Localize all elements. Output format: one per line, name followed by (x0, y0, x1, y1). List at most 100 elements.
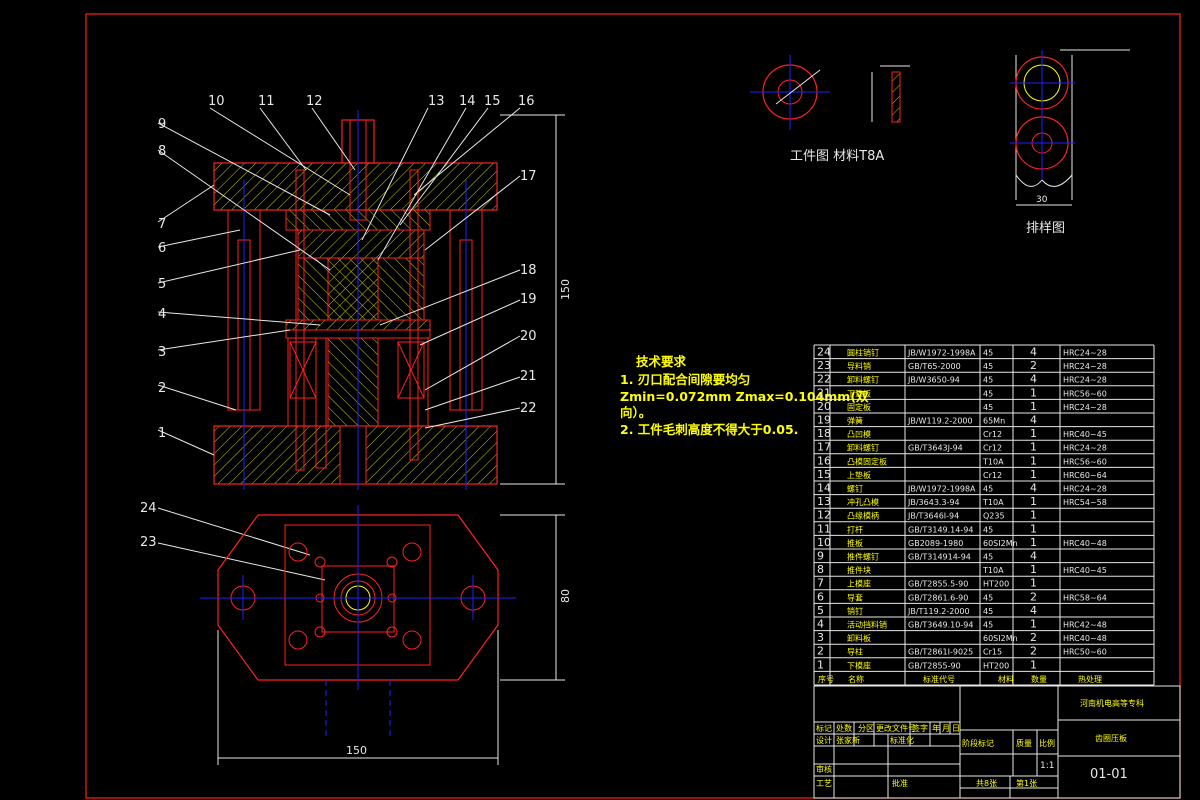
bom-cell-mat: 65Mn (983, 417, 1005, 426)
bom-cell-name: 导套 (847, 592, 863, 602)
drawing-frame (85, 13, 1181, 799)
svg-text:1. 刃口配合间隙要均匀: 1. 刃口配合间隙要均匀 (620, 372, 750, 387)
svg-text:日: 日 (952, 724, 960, 733)
bom-cell-note: HRC24~28 (1063, 349, 1107, 358)
bom-cell-std: JB/T119.2-2000 (907, 607, 970, 616)
bom-header-name: 名称 (848, 674, 864, 684)
bom-cell-qty: 2 (1030, 645, 1037, 658)
svg-text:技术要求: 技术要求 (636, 354, 687, 369)
svg-text:共8张: 共8张 (976, 779, 997, 788)
svg-text:11: 11 (258, 94, 275, 109)
title-block (813, 685, 1181, 799)
bom-cell-note: HRC40~48 (1063, 539, 1107, 548)
bom-cell-name: 导柱 (847, 647, 863, 657)
bom-cell-qty: 1 (1030, 386, 1037, 399)
svg-text:21: 21 (520, 369, 537, 384)
svg-text:17: 17 (520, 169, 537, 184)
leader-lines (157, 107, 521, 581)
svg-text:批准: 批准 (892, 778, 908, 788)
svg-text:24: 24 (140, 501, 157, 516)
bom-cell-note: HRC24~28 (1063, 376, 1107, 385)
svg-text:15: 15 (484, 94, 501, 109)
bom-header-std: 标准代号 (923, 674, 955, 684)
bom-cell-mat: HT200 (983, 661, 1009, 670)
bom-cell-std: GB/T3643J-94 (908, 444, 963, 453)
bom-cell-std: GB/T2861I-9025 (908, 648, 973, 657)
bom-cell-note: HRC56~60 (1063, 389, 1107, 398)
bom-cell-name: 推板 (847, 538, 863, 548)
bom-cell-no: 3 (817, 631, 824, 644)
svg-text:5: 5 (158, 277, 166, 292)
bom-cell-name: 上垫板 (847, 470, 871, 480)
bom-cell-name: 凸凹模 (847, 429, 871, 439)
svg-text:质量: 质量 (1016, 738, 1032, 748)
plan-view (200, 505, 516, 740)
bom-cell-no: 4 (817, 618, 824, 631)
bom-cell-no: 9 (817, 550, 824, 563)
bom-cell-no: 19 (817, 414, 831, 427)
bom-cell-std: JB/W3650-94 (907, 376, 960, 385)
svg-text:处数: 处数 (836, 723, 852, 733)
bom-cell-note: HRC40~48 (1063, 634, 1107, 643)
bom-cell-qty: 1 (1030, 400, 1037, 413)
svg-text:1: 1 (158, 426, 166, 441)
bom-cell-qty: 4 (1030, 414, 1037, 427)
bom-cell-name: 推件螺钉 (847, 552, 879, 562)
bom-cell-no: 12 (817, 509, 831, 522)
bom-cell-no: 21 (817, 386, 831, 399)
bom-header-no: 序号 (818, 674, 834, 684)
bom-cell-mat: Cr12 (983, 471, 1002, 480)
svg-text:19: 19 (520, 292, 537, 307)
svg-text:年: 年 (932, 723, 940, 733)
bom-cell-no: 20 (817, 400, 831, 413)
bom-cell-no: 2 (817, 645, 824, 658)
bom-cell-std: JB/W119.2-2000 (907, 417, 973, 426)
svg-text:23: 23 (140, 535, 157, 550)
svg-text:标准化: 标准化 (890, 735, 914, 745)
bom-cell-name: 凸缘模柄 (847, 511, 879, 521)
bom-cell-note: HRC58~64 (1063, 593, 1107, 602)
bom-cell-std: JB/W1972-1998A (907, 485, 976, 494)
bom-cell-qty: 1 (1030, 563, 1037, 576)
svg-text:9: 9 (158, 117, 166, 132)
bom-cell-mat: 45 (983, 593, 993, 602)
svg-text:签字: 签字 (912, 723, 928, 733)
bom-cell-qty: 1 (1030, 509, 1037, 522)
bom-cell-mat: HT200 (983, 580, 1009, 589)
svg-text:16: 16 (518, 94, 535, 109)
svg-text:6: 6 (158, 241, 166, 256)
bom-cell-name: 卸料板 (847, 633, 871, 643)
workpiece-caption: 工件图 材料T8A (790, 149, 884, 164)
layout-caption: 排样图 (1026, 221, 1065, 236)
bom-cell-std: GB2089-1980 (908, 539, 963, 548)
bom-cell-note: HRC40~45 (1063, 430, 1107, 439)
bom-cell-qty: 1 (1030, 454, 1037, 467)
bom-cell-qty: 1 (1030, 522, 1037, 535)
bom-cell-no: 11 (817, 522, 831, 535)
svg-text:2: 2 (158, 381, 166, 396)
svg-text:审核: 审核 (816, 764, 832, 774)
dim-plan-height-text: 80 (559, 589, 572, 603)
bom-cell-mat: Q235 (983, 512, 1005, 521)
bom-cell-note: HRC60~64 (1063, 471, 1107, 480)
bom-cell-std: GB/T2855-90 (908, 661, 961, 670)
bom-cell-name: 卸料螺钉 (847, 443, 879, 453)
bom-header-qty: 数量 (1031, 674, 1047, 684)
bom-cell-no: 13 (817, 495, 831, 508)
svg-text:10: 10 (208, 94, 225, 109)
bom-cell-name: 弹簧 (847, 416, 863, 426)
bom-cell-no: 1 (817, 658, 824, 671)
bom-cell-qty: 2 (1030, 590, 1037, 603)
dim-width-text: 150 (346, 744, 367, 757)
svg-text:齿圈压板: 齿圈压板 (1095, 733, 1127, 743)
bom-cell-note: HRC24~28 (1063, 444, 1107, 453)
bom-cell-name: 导料销 (847, 361, 871, 371)
bom-cell-mat: T10A (982, 498, 1004, 507)
section-view (213, 110, 498, 490)
bom-cell-name: 凸模固定板 (847, 456, 887, 466)
dim-height-text: 150 (559, 279, 572, 300)
svg-text:2. 工件毛刺高度不得大于0.05.: 2. 工件毛刺高度不得大于0.05. (620, 422, 798, 437)
bom-cell-std: GB/T3649.10-94 (908, 621, 973, 630)
bom-cell-no: 22 (817, 373, 831, 386)
